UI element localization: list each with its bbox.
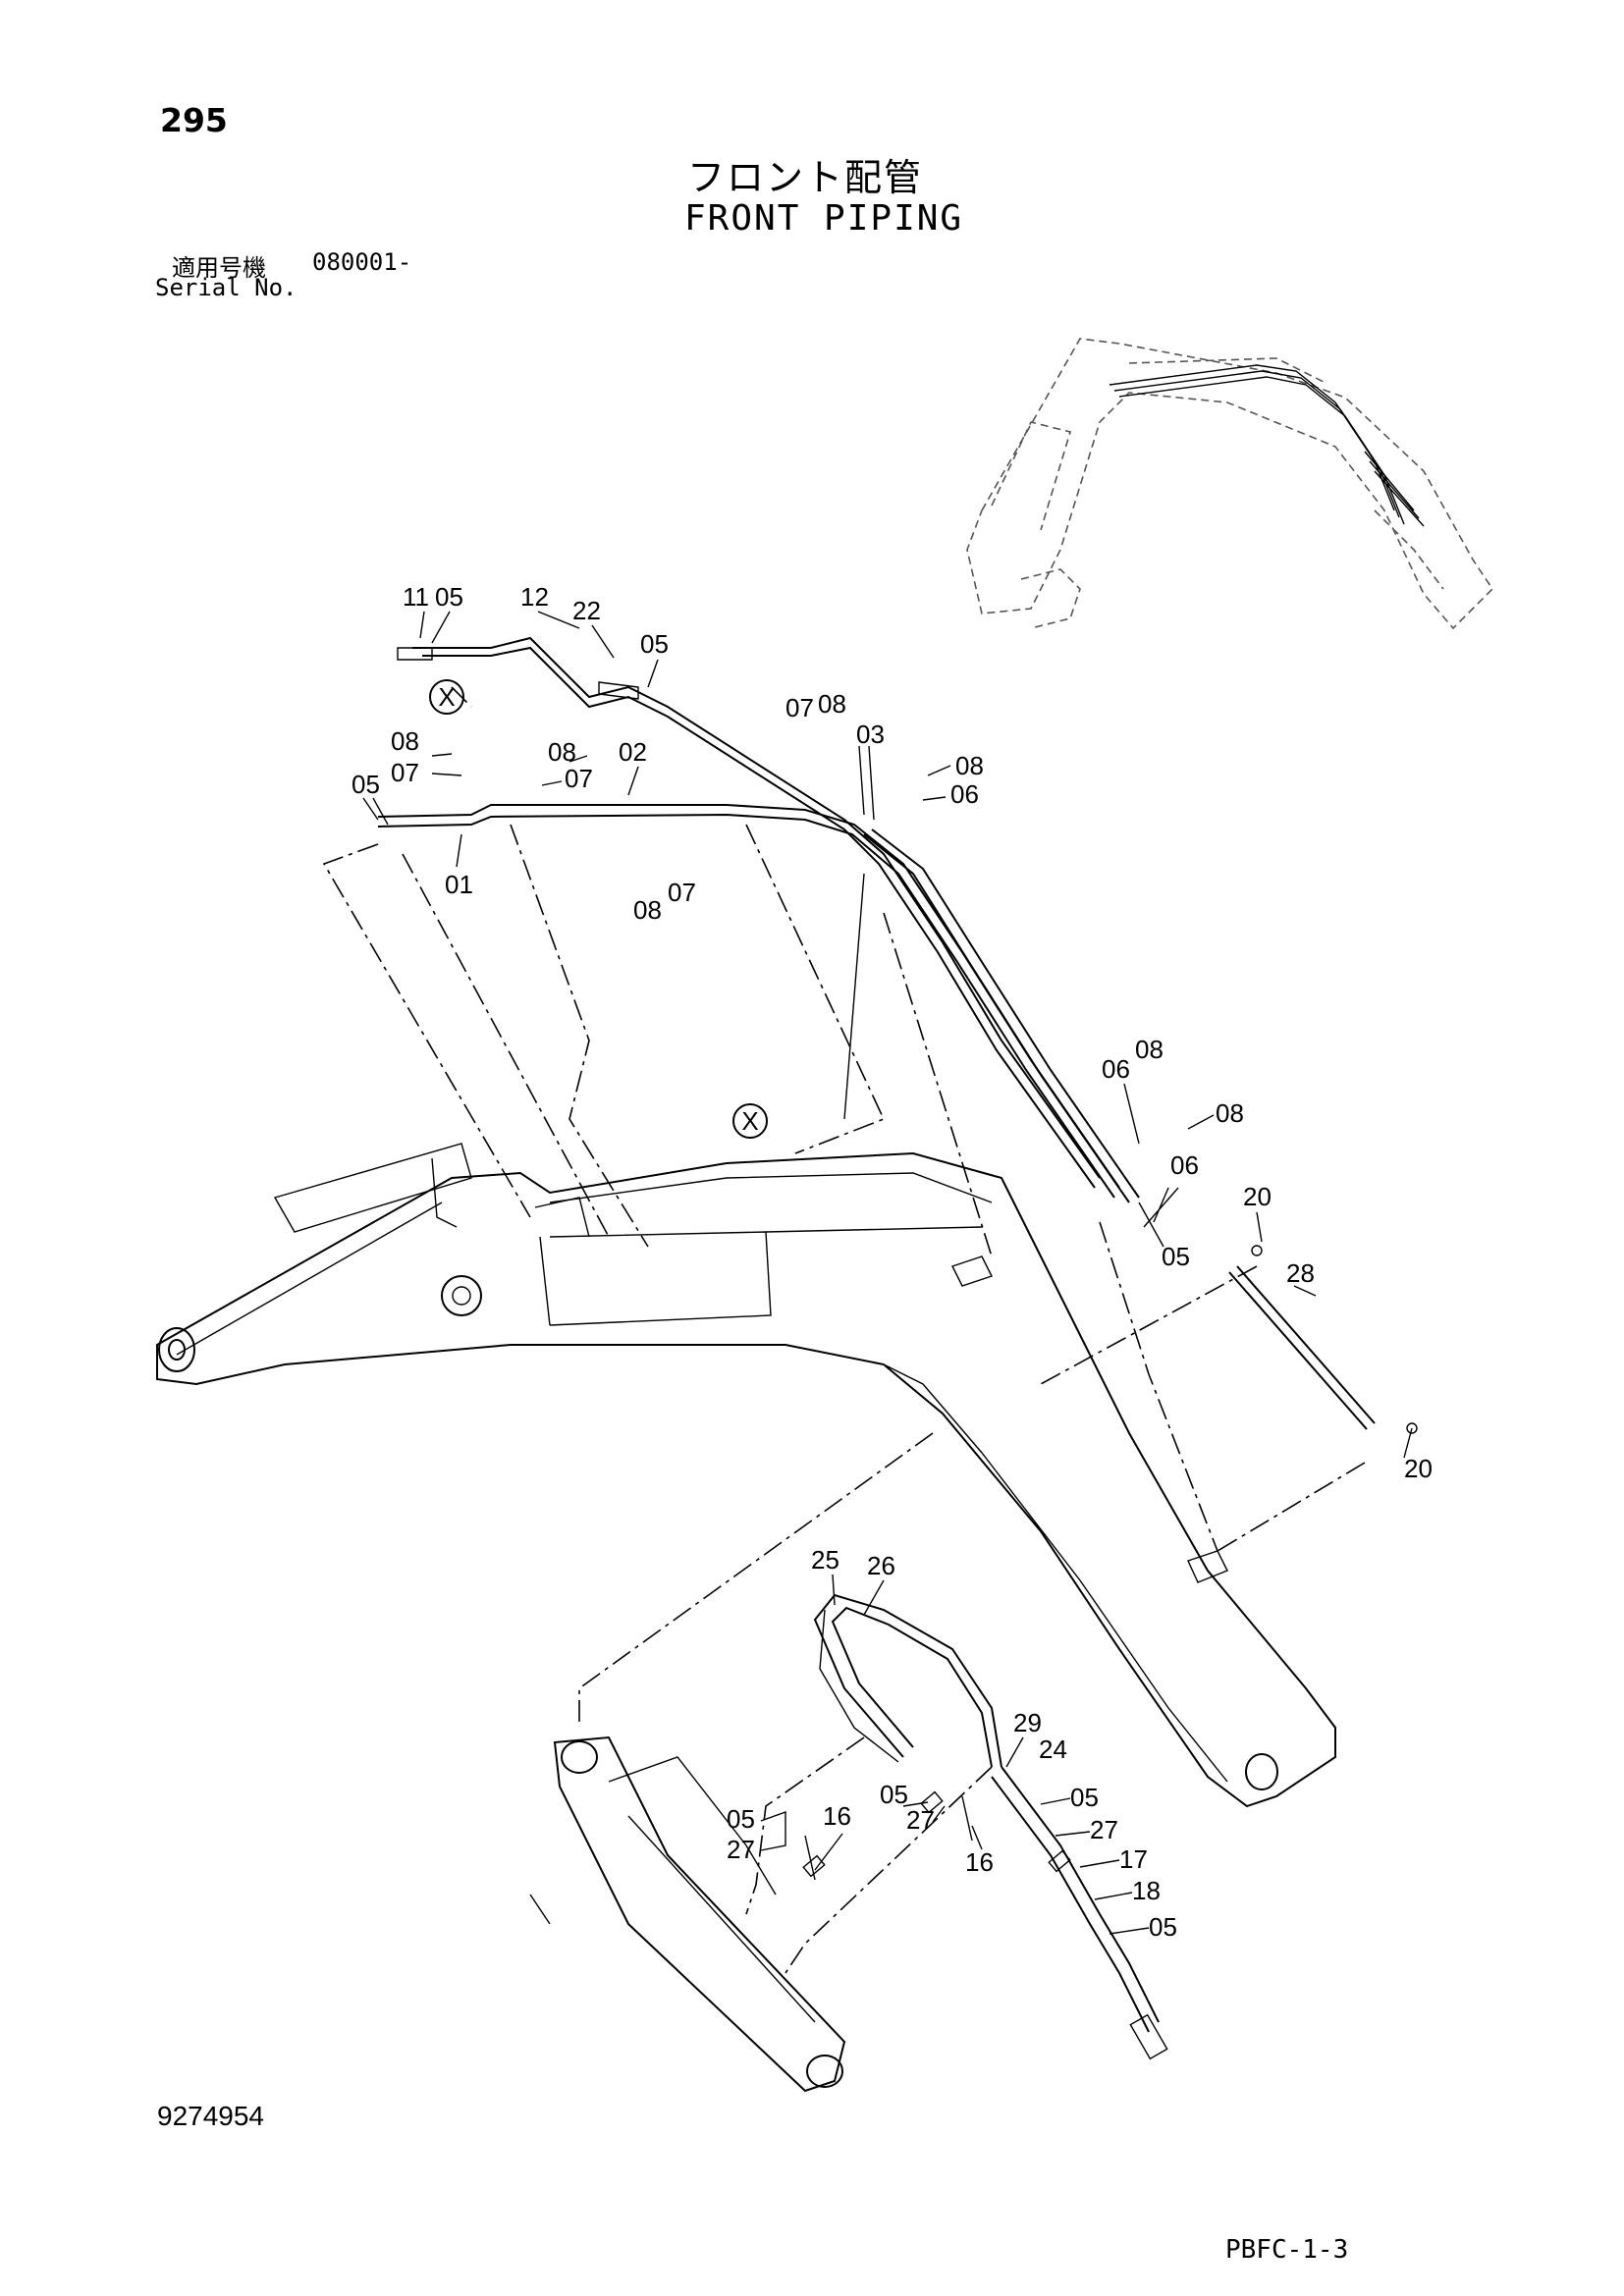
callout: 27 [727, 1835, 755, 1864]
callout: 05 [435, 582, 463, 612]
callout: 08 [1135, 1035, 1164, 1064]
callout: 07 [565, 764, 593, 793]
drawing-number: 9274954 [157, 2101, 265, 2131]
boom-outline [156, 1143, 1336, 1808]
callout: 26 [867, 1551, 895, 1580]
callout: 05 [640, 629, 669, 659]
callout: 20 [1404, 1454, 1433, 1483]
callout: 27 [906, 1805, 935, 1835]
leader-lines [322, 686, 1366, 1974]
callout: 06 [950, 779, 979, 809]
callout: 08 [391, 726, 419, 756]
view-x-label: X [741, 1106, 758, 1136]
serial-value: 080001- [312, 248, 412, 276]
callout: 07 [785, 693, 814, 722]
callout: 05 [1149, 1912, 1177, 1942]
callout: 05 [727, 1804, 755, 1834]
callout: 08 [633, 895, 662, 925]
page-code: PBFC-1-3 [1225, 2235, 1349, 2265]
callout: 01 [445, 870, 473, 899]
callout: 08 [818, 689, 846, 719]
callout: 24 [1039, 1735, 1067, 1764]
boom-cylinder [553, 1735, 846, 2093]
callout: 20 [1243, 1182, 1272, 1211]
callout: 17 [1119, 1844, 1148, 1874]
clamp-rod [1228, 1245, 1418, 1434]
page-title: FRONT PIPING [684, 198, 964, 239]
upper-pipes [377, 636, 1140, 1203]
callout: 18 [1132, 1876, 1161, 1905]
callout: 29 [1013, 1708, 1042, 1737]
callout: 05 [1162, 1242, 1190, 1271]
callout: 11 [403, 582, 429, 612]
callout: 06 [1170, 1150, 1199, 1180]
callout: 07 [391, 758, 419, 787]
callout: 28 [1286, 1258, 1315, 1288]
callout: 08 [955, 751, 984, 780]
callout: 25 [811, 1545, 839, 1575]
callout: 05 [352, 770, 380, 799]
callout: 27 [1090, 1815, 1118, 1844]
page-number: 295 [160, 101, 228, 139]
callout: 02 [619, 737, 647, 767]
callout: 22 [572, 596, 601, 625]
serial-label-japanese: 適用号機 [172, 254, 266, 282]
callout: 07 [668, 878, 696, 907]
callout: 05 [1070, 1783, 1099, 1812]
callout: 03 [856, 720, 885, 749]
callout: 08 [548, 737, 576, 767]
callout: 16 [823, 1801, 851, 1831]
serial-label: Serial No. [155, 274, 298, 301]
callout: 12 [520, 582, 549, 612]
callout: 05 [880, 1780, 908, 1809]
hose-assembly [529, 1593, 1168, 2060]
page-title-japanese: フロント配管 [687, 156, 924, 199]
view-x-label: X [438, 682, 455, 712]
callout: 06 [1102, 1054, 1130, 1084]
callout: 16 [965, 1847, 994, 1877]
part-callouts: 11 05 12 22 05 08 07 08 07 02 05 01 07 0… [352, 582, 1433, 1942]
inset-excavator-outline [966, 338, 1494, 630]
view-x-marker: X [429, 679, 464, 715]
callout-leaders [362, 611, 1413, 1935]
view-x-marker: X [732, 1103, 768, 1139]
callout: 08 [1216, 1098, 1244, 1128]
